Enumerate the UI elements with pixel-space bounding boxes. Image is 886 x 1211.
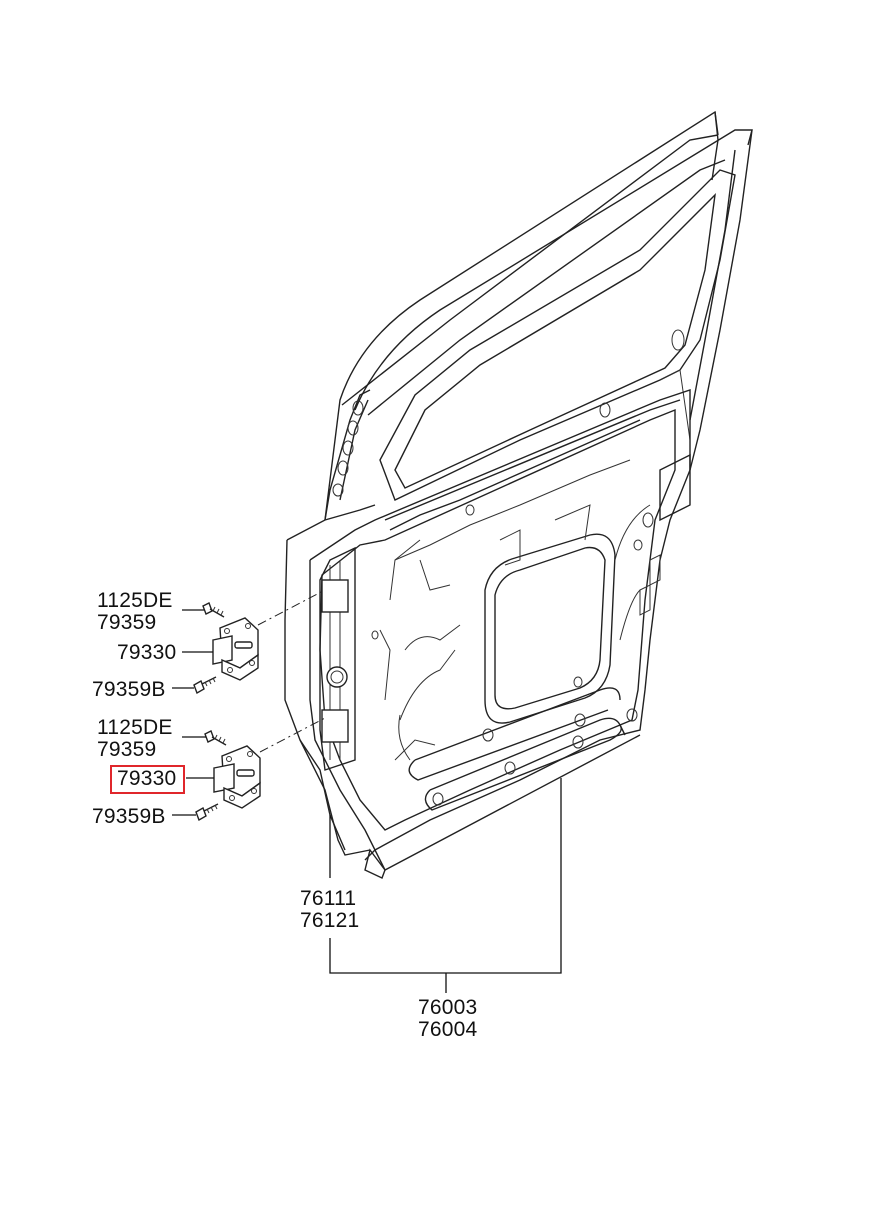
assembly-label-2: 76004 — [418, 1018, 478, 1041]
upper-bolt-bottom-label: 79359B — [92, 678, 166, 701]
lower-hinge-label: 79330 — [117, 767, 177, 790]
leader-lines — [172, 609, 562, 993]
highlight-box — [110, 765, 185, 794]
lower-bolt-top-label-2: 79359 — [97, 738, 157, 761]
upper-bolt-top — [202, 602, 225, 618]
lower-hinge — [213, 745, 261, 809]
upper-bolt-top-label-2: 79359 — [97, 611, 157, 634]
lower-bolt-bottom — [195, 803, 219, 822]
door-panel — [284, 110, 753, 879]
upper-hinge-label: 79330 — [117, 641, 177, 664]
lower-bolt-top-label-1: 1125DE — [97, 716, 173, 739]
panel-label-2: 76121 — [300, 909, 360, 932]
upper-bolt-top-label-1: 1125DE — [97, 589, 173, 612]
panel-label-1: 76111 — [300, 887, 357, 910]
lower-bolt-bottom-label: 79359B — [92, 805, 166, 828]
upper-bolt-bottom — [193, 676, 217, 695]
alignment-lines — [257, 589, 326, 753]
lower-bolt-top — [204, 730, 227, 746]
upper-hinge — [212, 617, 259, 681]
assembly-label-1: 76003 — [418, 996, 478, 1019]
